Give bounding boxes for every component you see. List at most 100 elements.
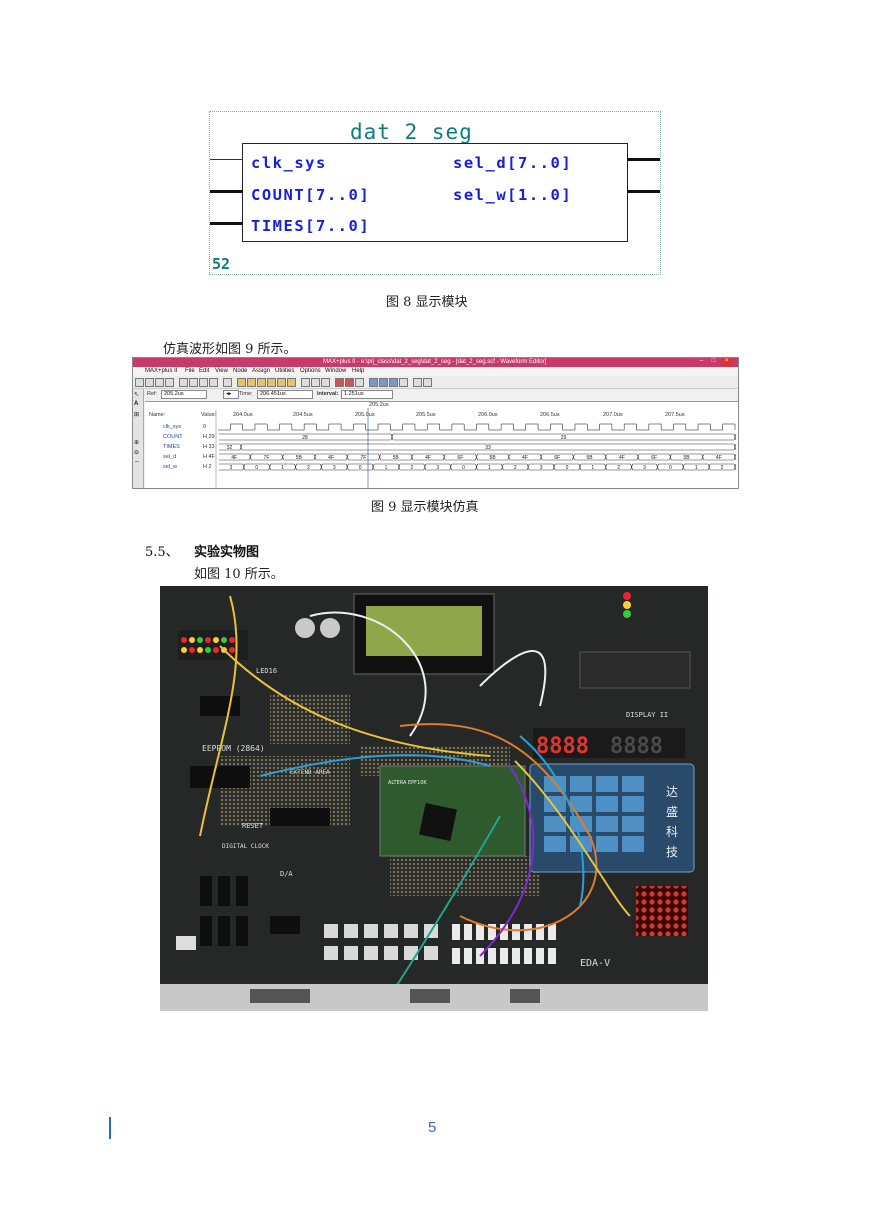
sel-w-bus-edge [733, 463, 737, 471]
sel-w-bus-value: 0 [359, 465, 362, 471]
sel-w-bus-edge [397, 463, 401, 471]
count-value-icon[interactable] [389, 378, 398, 387]
sel-w-bus-value: 1 [385, 465, 388, 471]
menu-assign[interactable]: Assign [252, 368, 271, 374]
zoom-in-icon[interactable] [311, 378, 320, 387]
time-label: Time: [239, 391, 253, 397]
paste-icon[interactable] [199, 378, 208, 387]
timing-analyzer-icon[interactable] [277, 378, 286, 387]
menu-app[interactable]: MAX+plus II [145, 368, 178, 374]
svg-text:科: 科 [666, 825, 678, 839]
label-reset: RESET [242, 822, 264, 830]
zoom-out-side-icon[interactable]: ⊖ [134, 450, 140, 456]
zoom-icon[interactable] [301, 378, 310, 387]
zoom-in-side-icon[interactable]: ⊕ [134, 440, 140, 446]
sel-w-bus-edge [630, 463, 633, 471]
sel-d-bus-edge [733, 453, 737, 461]
sel-w-bus-edge [423, 463, 427, 471]
grid-icon[interactable] [399, 378, 408, 387]
ref-step-arrows[interactable]: ◂▸ [223, 390, 239, 399]
replace-icon[interactable] [423, 378, 432, 387]
time-tick: 205.0us [355, 412, 375, 418]
simulate-icon[interactable] [345, 378, 354, 387]
signal-name[interactable]: sel_w [163, 464, 178, 470]
sel-w-bus-value: 3 [436, 465, 439, 471]
schematic-symbol-frame: dat_2_seg clk_sys COUNT[7..0] TIMES[7..0… [209, 111, 661, 275]
sel-d-bus-value: 4F [716, 455, 722, 461]
programmer-icon[interactable] [287, 378, 296, 387]
menu-file[interactable]: File [185, 368, 195, 374]
wire-sel-w [627, 190, 660, 193]
compile-icon[interactable] [335, 378, 344, 387]
pointer-icon[interactable]: ↖ [134, 392, 140, 398]
menu-view[interactable]: View [215, 368, 228, 374]
save-icon[interactable] [155, 378, 164, 387]
copy-icon[interactable] [189, 378, 198, 387]
sel-w-bus-value: 0 [255, 465, 258, 471]
undo-icon[interactable] [209, 378, 218, 387]
interval-label: Interval: [317, 391, 339, 397]
new-file-icon[interactable] [135, 378, 144, 387]
find-icon[interactable] [413, 378, 422, 387]
print-icon[interactable] [165, 378, 174, 387]
sel-d-bus-edge [410, 453, 414, 461]
maximize-icon[interactable]: □ [711, 358, 716, 364]
times-bus-value: 32 [227, 445, 233, 451]
sel-w-bus-edge [449, 463, 452, 471]
sel-d-bus-value: 5B [490, 455, 497, 461]
menu-options[interactable]: Options [300, 368, 321, 374]
time-field[interactable]: 206.451us [257, 390, 313, 399]
menu-window[interactable]: Window [325, 368, 347, 374]
sel-w-bus-value: 2 [307, 465, 310, 471]
sel-d-bus-edge [636, 453, 640, 461]
wire-sel-d [627, 158, 660, 161]
minimize-icon[interactable]: – [699, 358, 704, 364]
sel-w-bus-edge [526, 463, 530, 471]
compiler-icon[interactable] [257, 378, 266, 387]
title-bar: MAX+plus II - e:\prj_class\dat_2_seg\dat… [133, 358, 738, 367]
timing-icon[interactable] [355, 378, 364, 387]
sel-d-bus-value: 7F [360, 455, 366, 461]
ref-field[interactable]: 205.2us [161, 390, 207, 399]
invert-icon[interactable] [379, 378, 388, 387]
sel-w-bus-edge [268, 463, 271, 471]
close-icon[interactable]: × [721, 358, 732, 366]
overwrite-icon[interactable] [369, 378, 378, 387]
signal-name[interactable]: COUNT [163, 434, 183, 440]
open-file-icon[interactable] [145, 378, 154, 387]
symbol-box: clk_sys COUNT[7..0] TIMES[7..0] sel_d[7.… [242, 143, 628, 242]
fit-window-icon[interactable]: ⇔ [134, 459, 140, 465]
sel-d-bus-value: 6F [554, 455, 560, 461]
sel-d-bus-edge [572, 453, 575, 461]
label-altera: ALTERA EPF10K [388, 780, 427, 786]
figure-9-caption: 图 9 显示模块仿真 [371, 500, 479, 515]
section-title: 实验实物图 [194, 545, 260, 560]
sel-d-bus-value: 7F [264, 455, 270, 461]
hierarchy-icon[interactable] [237, 378, 246, 387]
signal-name[interactable]: TIMES [163, 444, 180, 450]
floorplan-icon[interactable] [247, 378, 256, 387]
cursor-label: 205.2us [369, 402, 389, 408]
menu-edit[interactable]: Edit [199, 368, 210, 374]
waveform-draw-icon[interactable]: ⊞ [134, 412, 140, 418]
simulator-icon[interactable] [267, 378, 276, 387]
text-tool-icon[interactable]: A [134, 401, 139, 407]
count-bus-edge [733, 433, 737, 441]
menu-utilities[interactable]: Utilities [275, 368, 295, 374]
menu-help[interactable]: Help [352, 368, 365, 374]
signal-name[interactable]: clk_sys [163, 424, 182, 430]
instance-number: 52 [212, 255, 231, 273]
signal-name[interactable]: sel_d [163, 454, 177, 460]
cut-icon[interactable] [179, 378, 188, 387]
interval-field[interactable]: 1.251us [341, 390, 393, 399]
time-tick: 205.5us [416, 412, 436, 418]
wire-times [210, 222, 243, 225]
menu-node[interactable]: Node [233, 368, 248, 374]
help-icon[interactable] [223, 378, 232, 387]
ref-label: Ref: [147, 391, 158, 397]
pin-sel-d: sel_d[7..0] [453, 154, 573, 172]
zoom-out-icon[interactable] [321, 378, 330, 387]
pin-count: COUNT[7..0] [251, 186, 371, 204]
